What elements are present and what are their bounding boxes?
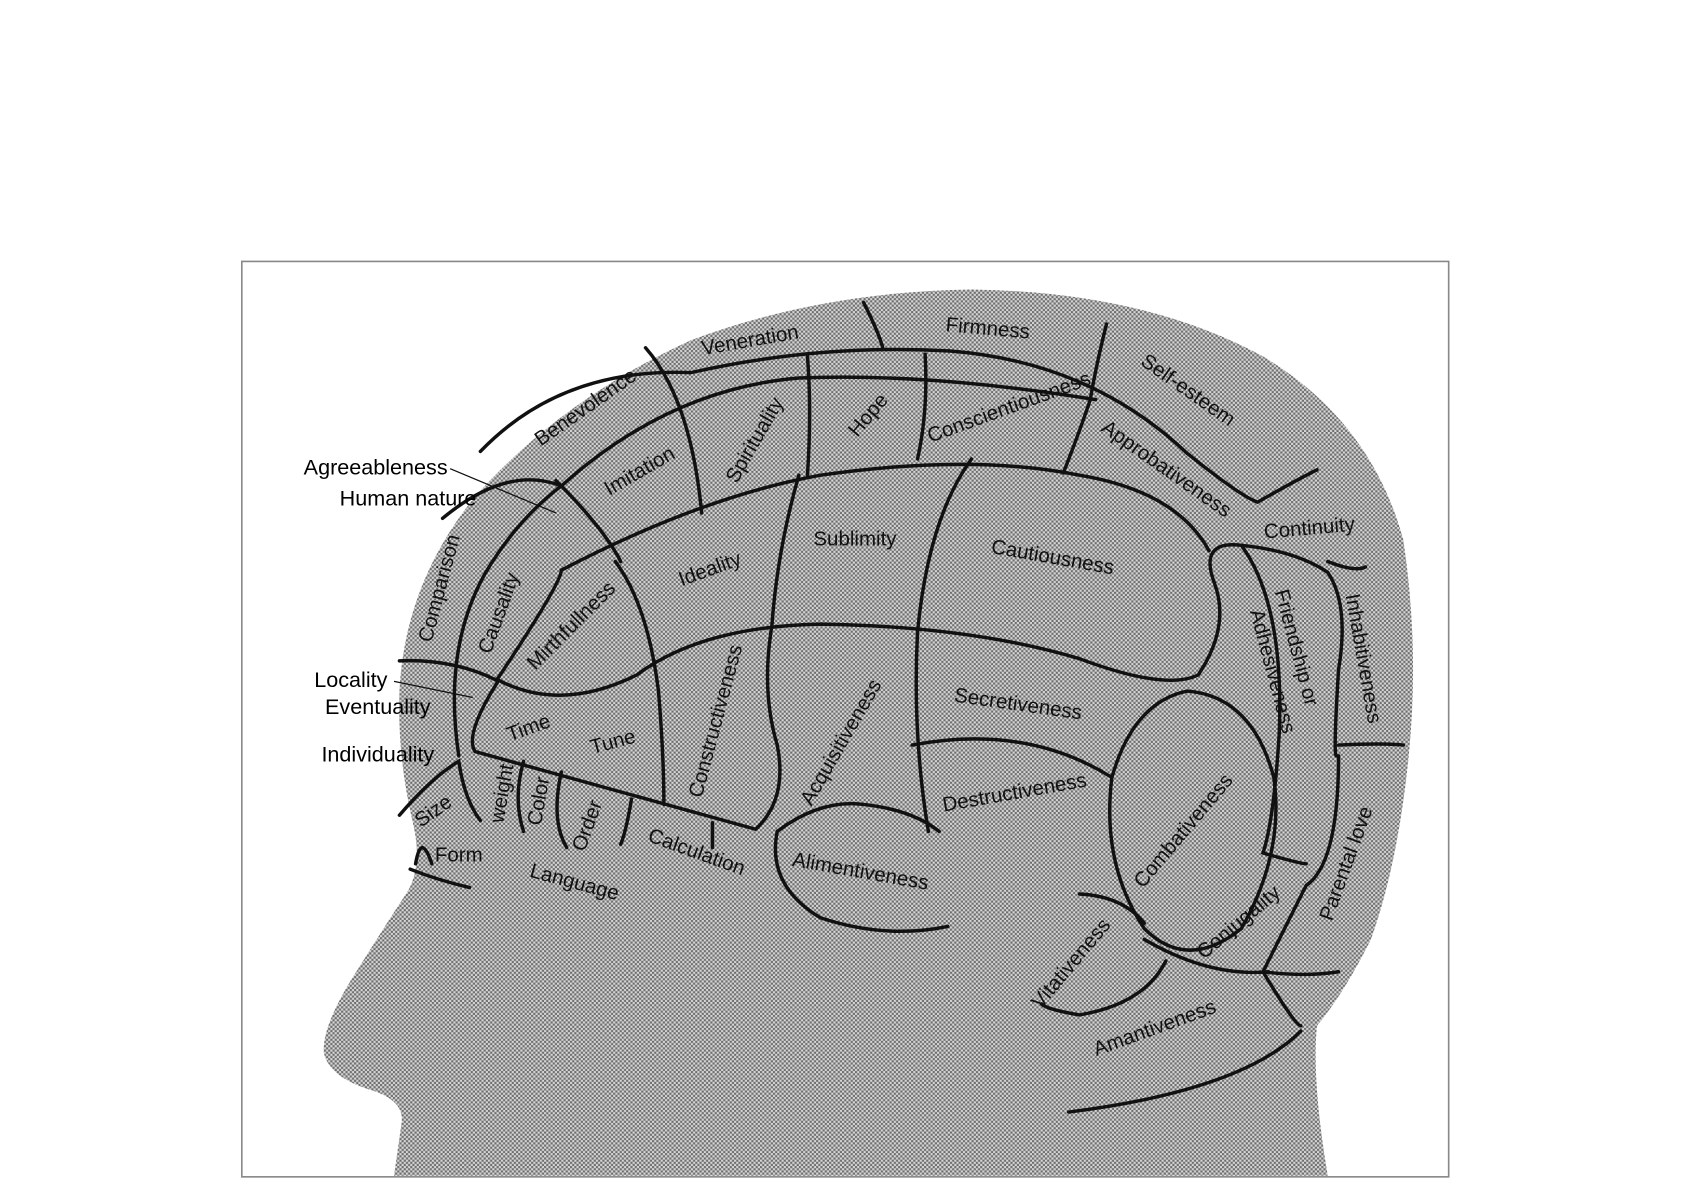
- label-form: Form: [435, 844, 483, 867]
- label-human-nature: Human nature: [340, 486, 477, 511]
- outer-labels: Agreeableness Human nature Locality Even…: [304, 454, 477, 766]
- label-individuality: Individuality: [321, 742, 434, 767]
- label-locality: Locality: [314, 667, 387, 692]
- head-silhouette: [323, 289, 1414, 1176]
- region-boundaries: [393, 300, 1406, 1114]
- label-agreeableness: Agreeableness: [304, 454, 448, 479]
- label-sublimity: Sublimity: [813, 527, 897, 550]
- label-eventuality: Eventuality: [325, 694, 431, 719]
